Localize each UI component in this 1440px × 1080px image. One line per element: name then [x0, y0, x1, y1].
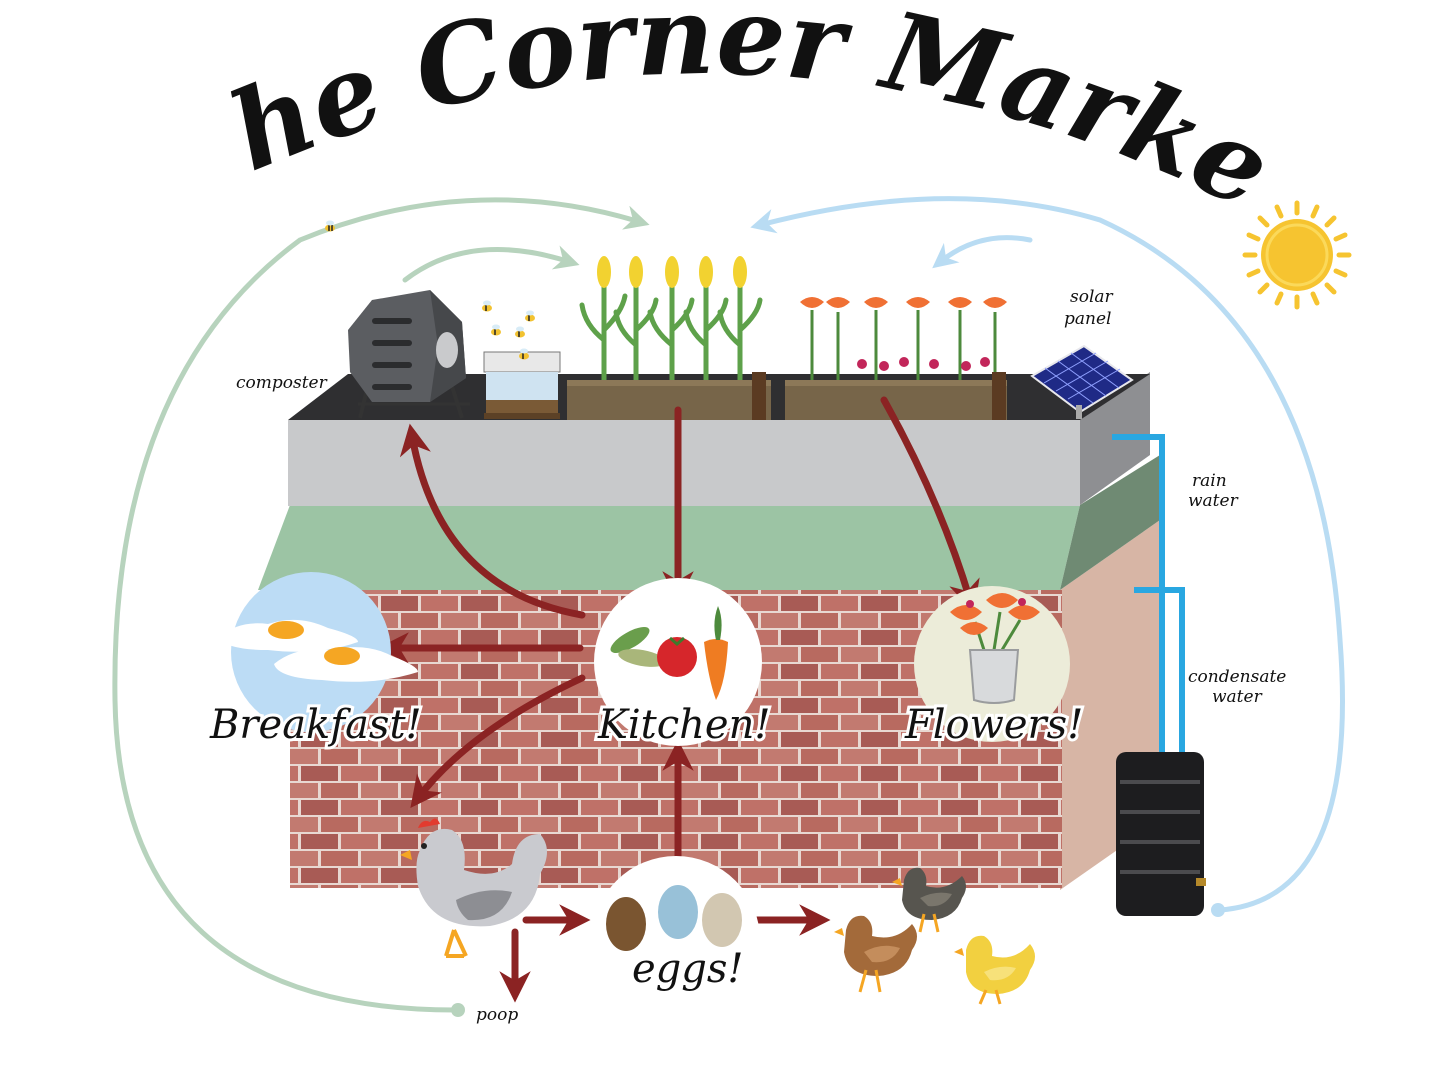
beehive-icon: [483, 351, 561, 419]
solar-panel-icon: [1030, 344, 1134, 419]
carrot-icon: [704, 639, 728, 700]
egg-icon: [606, 885, 742, 951]
corn-planter-box: [567, 380, 771, 420]
poop-label: poop: [476, 1005, 518, 1025]
composter-label: composter: [236, 373, 328, 393]
rain-water-label-line1: rain: [1192, 471, 1227, 491]
flower-planter-box: [785, 380, 1007, 420]
page-title: The Corner Market: [0, 0, 1289, 234]
composter-icon: [348, 290, 470, 419]
arrow-flowers-to-vase: [880, 396, 980, 613]
arrow-kitchen-to-hen: [410, 674, 586, 809]
rain-barrel-icon: [1116, 752, 1206, 916]
greens-icon: [610, 627, 666, 667]
egg-icon: [218, 619, 418, 682]
page-title-text: The Corner Market: [0, 0, 1289, 234]
green-loop-arrows: [112, 197, 650, 1017]
condensate-label-line2: water: [1212, 687, 1263, 707]
blue-loop-arrows: [750, 196, 1345, 917]
breakfast-node: [218, 572, 418, 732]
chicken-brown-icon: [834, 915, 917, 993]
rain-water-label-line2: water: [1188, 491, 1239, 511]
tomato-icon: [657, 637, 697, 677]
vase-icon: [968, 649, 1020, 704]
solar-panel-label-line2: panel: [1064, 309, 1111, 329]
condensate-label-line1: condensate: [1188, 667, 1286, 687]
flowers-node: [914, 586, 1070, 742]
parapet: [288, 420, 1080, 506]
chick-icon: [954, 935, 1035, 1005]
eggs-label: eggs!: [632, 946, 743, 992]
kitchen-label: Kitchen!: [597, 702, 770, 748]
breakfast-label: Breakfast!: [209, 702, 422, 748]
flow-arrows: [377, 396, 980, 1003]
corn-icon: [567, 256, 771, 420]
flower-icon: [785, 297, 1007, 420]
sun-icon: [1242, 200, 1352, 310]
hen-icon: [400, 818, 547, 958]
eggs-node: [592, 856, 760, 1024]
flowers-label: Flowers!: [904, 702, 1083, 748]
water-pipes: [1112, 434, 1185, 765]
arrow-kitchen-to-composter: [399, 423, 586, 619]
bee-icon: [325, 220, 535, 360]
green-roof-band: [258, 505, 1080, 590]
solar-panel-label-line1: solar: [1070, 287, 1114, 307]
chicken-dark-icon: [892, 867, 966, 933]
kitchen-node: [594, 578, 762, 746]
